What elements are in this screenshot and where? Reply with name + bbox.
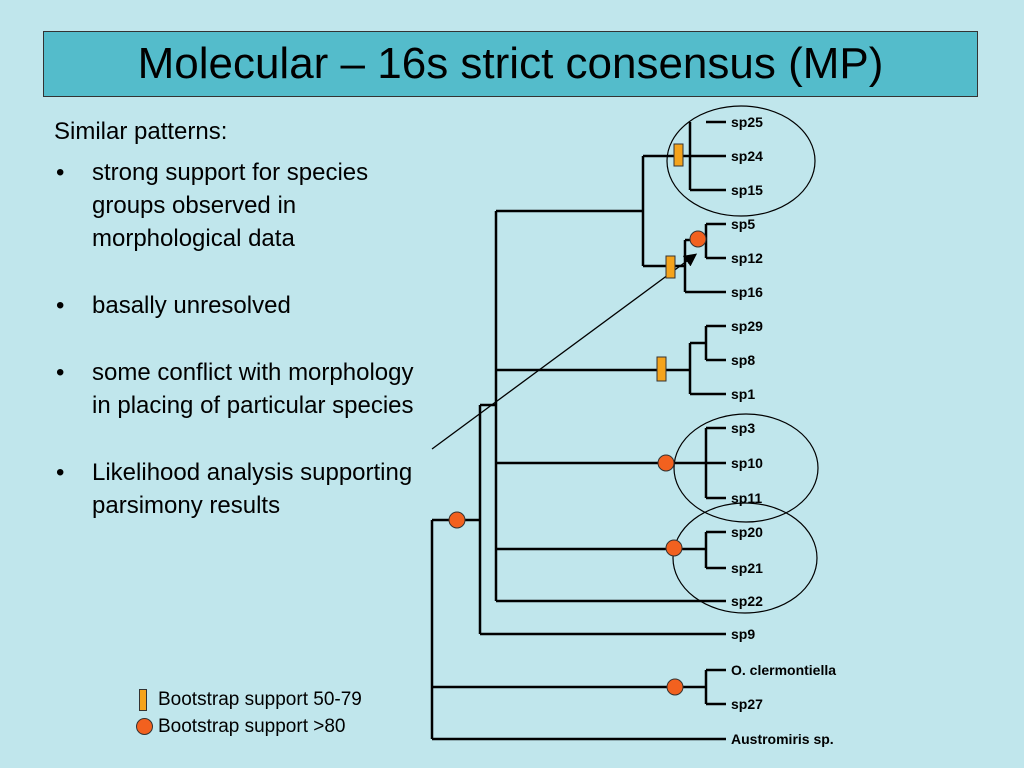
taxon-label: sp24 <box>731 148 763 164</box>
taxon-label: sp21 <box>731 560 763 576</box>
intro-text: Similar patterns: <box>54 118 228 145</box>
bullet-item-support: • strong support for species groups obse… <box>54 156 434 255</box>
text-content: Similar patterns: • strong support for s… <box>54 118 434 538</box>
legend-label-mid: Bootstrap support 50-79 <box>158 688 362 710</box>
taxon-label: sp11 <box>731 490 762 506</box>
branch-polytomy-spine <box>494 211 726 603</box>
bootstrap-bar-icon <box>656 356 667 382</box>
branch-clade-e <box>496 530 726 570</box>
ellipse-group-bottom <box>672 502 818 614</box>
taxon-label: sp15 <box>731 182 763 198</box>
taxon-label: sp5 <box>731 216 755 232</box>
taxon-label: sp8 <box>731 352 755 368</box>
bullet-item-conflict: • some conflict with morphology in placi… <box>54 356 434 422</box>
legend-row-mid: Bootstrap support 50-79 <box>136 686 362 713</box>
group-ellipses <box>666 105 819 614</box>
taxon-label: sp20 <box>731 524 763 540</box>
taxon-label: sp12 <box>731 250 763 266</box>
bootstrap-dot-icon <box>657 454 675 472</box>
bullet-text-likelihood: Likelihood analysis supporting parsimony… <box>92 459 413 519</box>
taxon-labels: sp25 sp24 sp15 sp5 sp12 sp16 sp29 sp8 sp… <box>731 114 836 747</box>
bootstrap-dot-icon <box>689 230 707 248</box>
bootstrap-bar-icon <box>139 688 147 711</box>
bullet-text-unresolved: basally unresolved <box>92 292 291 319</box>
bullet-dot: • <box>56 359 65 386</box>
bootstrap-dot-icon <box>136 718 153 735</box>
taxon-label: sp22 <box>731 593 763 609</box>
ellipse-group-top <box>666 105 816 217</box>
taxon-label: sp25 <box>731 114 763 130</box>
bullet-text-support: strong support for species groups observ… <box>92 159 369 252</box>
tree-branches <box>430 120 726 741</box>
branch-clade-f <box>432 668 726 706</box>
legend-label-high: Bootstrap support >80 <box>158 715 346 737</box>
branch-root <box>430 518 726 741</box>
slide-title: Molecular – 16s strict consensus (MP) <box>137 39 884 88</box>
bootstrap-bars <box>656 143 684 382</box>
taxon-label: Austromiris sp. <box>731 731 834 747</box>
taxon-label: O. clermontiella <box>731 662 836 678</box>
branch-join-ab <box>641 154 690 268</box>
bootstrap-dots <box>448 230 707 696</box>
branch-pair-sp29-sp8 <box>704 324 726 362</box>
bootstrap-dot-icon <box>448 511 466 529</box>
bootstrap-bar-icon <box>673 143 684 167</box>
taxon-label: sp10 <box>731 455 763 471</box>
bullet-item-likelihood: • Likelihood analysis supporting parsimo… <box>54 456 434 522</box>
taxon-label: sp3 <box>731 420 755 436</box>
bullet-dot: • <box>56 159 65 186</box>
legend: Bootstrap support 50-79 Bootstrap suppor… <box>136 686 362 740</box>
branch-clade-c <box>496 341 726 396</box>
branch-sp9 <box>478 403 726 636</box>
title-box: Molecular – 16s strict consensus (MP) <box>43 31 978 97</box>
bullet-dot: • <box>56 459 65 486</box>
ellipse-group-middle <box>673 413 819 523</box>
bootstrap-dot-icon <box>665 539 683 557</box>
taxon-label: sp1 <box>731 386 755 402</box>
bullet-item-unresolved: • basally unresolved <box>54 289 434 322</box>
branch-clade-d <box>496 426 726 500</box>
bullet-dot: • <box>56 292 65 319</box>
bootstrap-dot-icon <box>666 678 684 696</box>
bootstrap-bar-icon <box>665 255 676 279</box>
conflict-arrow <box>431 253 698 450</box>
taxon-label: sp27 <box>731 696 763 712</box>
taxon-label: sp29 <box>731 318 763 334</box>
taxon-label: sp16 <box>731 284 763 300</box>
branch-pair-sp5-sp12 <box>704 222 726 260</box>
bullet-text-conflict: some conflict with morphology in placing… <box>92 359 414 419</box>
bullet-list: • strong support for species groups obse… <box>54 156 434 522</box>
legend-row-high: Bootstrap support >80 <box>136 713 362 740</box>
branch-clade-a <box>688 120 726 192</box>
taxon-label: sp9 <box>731 626 755 642</box>
